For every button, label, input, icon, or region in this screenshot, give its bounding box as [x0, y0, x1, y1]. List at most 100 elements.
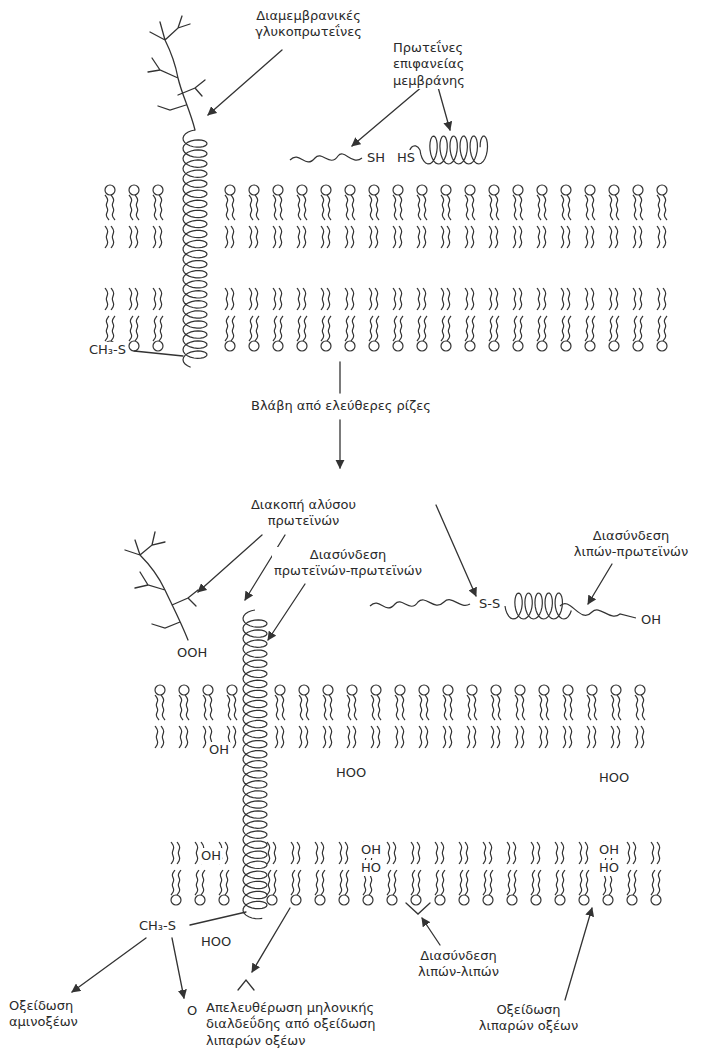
group-label: HO	[598, 860, 620, 876]
phospholipid	[609, 288, 619, 351]
phospholipid	[299, 685, 309, 748]
process-label: Βλάβη από ελεύθερες ρίζες	[235, 398, 447, 414]
phospholipid	[465, 185, 475, 248]
phospholipid	[227, 685, 237, 748]
phospholipid	[155, 685, 165, 748]
phospholipid	[249, 288, 259, 351]
phospholipid	[369, 288, 379, 351]
phospholipid	[323, 685, 333, 748]
glycan-tree	[148, 16, 205, 130]
damage-label: Διασύνδεση πρωτεϊνών-πρωτεϊνών	[272, 547, 424, 580]
phospholipid	[489, 185, 499, 248]
phospholipid	[491, 685, 501, 748]
phospholipid	[275, 685, 285, 748]
phospholipid	[315, 842, 325, 905]
surface-protein	[505, 593, 571, 619]
phospholipid	[441, 185, 451, 248]
phospholipid	[467, 685, 477, 748]
group-label: HOO	[335, 765, 367, 781]
phospholipid	[443, 685, 453, 748]
phospholipid	[635, 685, 645, 748]
damage-label: Οξείδωση αμινοξέων	[8, 998, 100, 1031]
group-label: HOO	[598, 770, 630, 786]
transmembrane-helix	[183, 130, 207, 367]
phospholipid	[267, 842, 277, 905]
leader-line	[352, 80, 430, 146]
phospholipid	[297, 288, 307, 351]
phospholipid	[465, 288, 475, 351]
phospholipid	[515, 685, 525, 748]
phospholipid	[153, 288, 163, 351]
group-label: HO	[360, 860, 382, 876]
damage-label: Διασύνδεση λιπών-λιπών	[405, 948, 512, 981]
phospholipid	[321, 288, 331, 351]
phospholipid	[417, 185, 427, 248]
group-label: OOH	[176, 645, 208, 661]
group-label: CH₃-S	[88, 342, 127, 358]
phospholipid	[203, 685, 213, 748]
phospholipid	[369, 185, 379, 248]
phospholipid	[171, 842, 181, 905]
phospholipid	[537, 288, 547, 351]
group-label: OH	[640, 612, 662, 628]
damage-label: Απελευθέρωση μηλονικής διαλδεΰδης από οξ…	[205, 1000, 427, 1049]
leader-line	[72, 938, 146, 992]
bond-line	[190, 912, 246, 925]
phospholipid	[225, 185, 235, 248]
phospholipid	[459, 842, 469, 905]
phospholipid	[291, 842, 301, 905]
phospholipid	[651, 842, 661, 905]
phospholipid	[273, 288, 283, 351]
group-label: S-S	[478, 596, 501, 612]
phospholipid	[555, 842, 565, 905]
surface-protein	[370, 600, 470, 608]
surface-protein	[560, 604, 636, 618]
phospholipid	[393, 288, 403, 351]
phospholipid	[321, 185, 331, 248]
surface-protein	[290, 154, 362, 162]
phospholipid	[339, 842, 349, 905]
protein-label: Πρωτεΐνες επιφανείας μεμβράνης	[392, 40, 524, 89]
phospholipid	[507, 842, 517, 905]
phospholipid	[435, 842, 445, 905]
phospholipid	[585, 288, 595, 351]
damage-label: Οξείδωση λιπαρών οξέων	[470, 1002, 587, 1035]
group-label: O	[186, 1003, 198, 1019]
damage-arrow	[339, 362, 340, 393]
group-label: OH	[200, 848, 222, 864]
phospholipid	[153, 185, 163, 248]
caret-symbol	[238, 980, 254, 990]
phospholipid	[561, 288, 571, 351]
leader-line	[208, 50, 282, 115]
protein-label: Διαμεμβρανικές γλυκοπρωτεΐνες	[245, 8, 372, 41]
leader-line	[588, 564, 612, 604]
phospholipid	[609, 185, 619, 248]
phospholipid	[441, 288, 451, 351]
damage-label: Διακοπή αλύσου πρωτεϊνών	[245, 497, 362, 530]
phospholipid	[179, 685, 189, 748]
phospholipid	[585, 185, 595, 248]
group-label: HOO	[200, 934, 232, 950]
phospholipid	[633, 185, 643, 248]
leader-line	[422, 918, 440, 945]
damage-arrow	[339, 420, 340, 468]
surface-protein	[420, 136, 488, 164]
phospholipid	[395, 685, 405, 748]
phospholipid	[345, 288, 355, 351]
phospholipid	[419, 685, 429, 748]
phospholipid	[411, 842, 421, 905]
phospholipid	[249, 185, 259, 248]
phospholipid	[129, 288, 139, 351]
group-label: OH	[208, 742, 230, 758]
phospholipid	[273, 185, 283, 248]
leader-line	[252, 908, 290, 972]
phospholipid	[563, 685, 573, 748]
phospholipid	[387, 842, 397, 905]
phospholipid	[657, 288, 667, 351]
group-label: SH	[366, 150, 386, 166]
phospholipid	[513, 288, 523, 351]
phospholipid	[587, 685, 597, 748]
phospholipid	[611, 685, 621, 748]
bond-line	[134, 351, 183, 356]
phospholipid	[105, 185, 115, 248]
